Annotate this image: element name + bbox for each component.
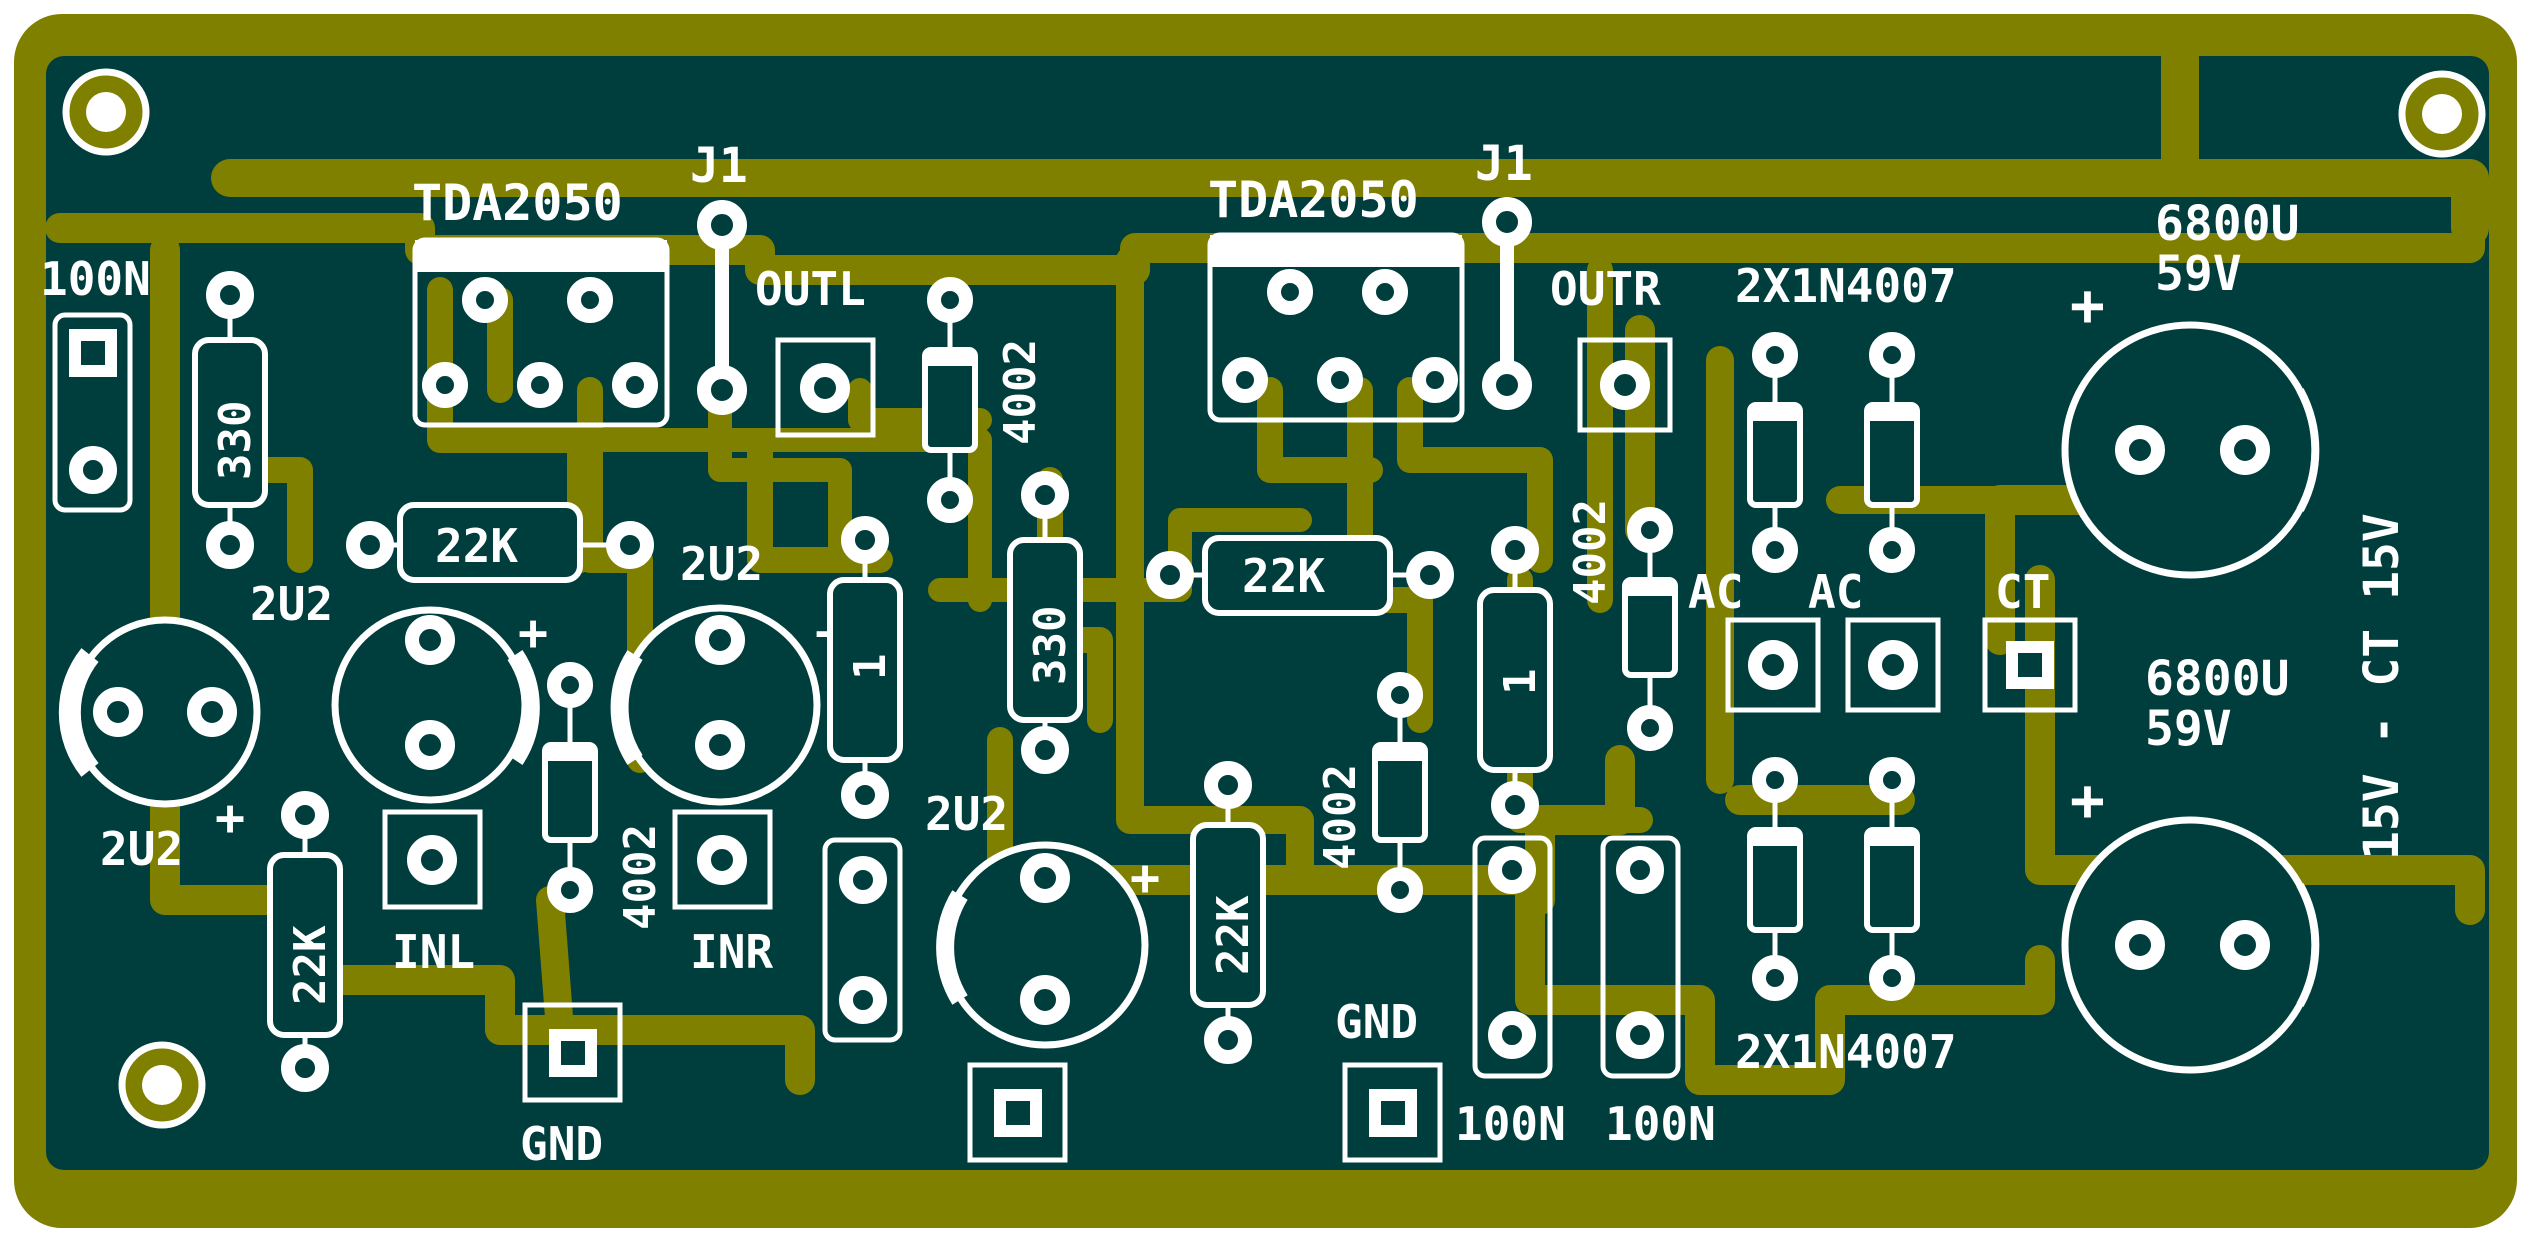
ct-pad: CT	[1982, 565, 2078, 713]
res-330-left-label: 330	[210, 401, 261, 480]
diode-4002-b-label: 4002	[995, 339, 1046, 445]
outr-label: OUTR	[1550, 262, 1661, 316]
diode-4002-a: 4002	[542, 662, 666, 930]
ct-label: CT	[1995, 565, 2050, 619]
res-22k-left-vert: 22K	[267, 791, 343, 1092]
ic-right-label: TDA2050	[1208, 171, 1419, 229]
res-330-mid: 330	[1007, 471, 1083, 774]
j1-left: J1	[690, 138, 748, 415]
cap-100n-bottom-a-label: 100N	[1455, 1097, 1566, 1151]
gnd-mid-label: GND	[1335, 995, 1418, 1049]
res-22k-mid-vert-label: 22K	[1208, 895, 1259, 975]
ac-a-label: AC	[1688, 565, 1743, 619]
res-22k-mid-horiz-label: 22K	[1242, 549, 1325, 603]
ic-right: TDA2050	[1207, 171, 1465, 423]
diodes-top-label: 2X1N4007	[1735, 259, 1957, 313]
bigcap-bottom-plus: +	[2070, 766, 2105, 834]
inl-pad: INL	[382, 809, 483, 979]
res-22k-mid-horiz: 22K	[1146, 535, 1454, 616]
cap-2u2-second: 2U2 +	[250, 577, 548, 804]
cap-100n-bottom-b-label: 100N	[1605, 1097, 1716, 1151]
res-1-right-label: 1	[1495, 669, 1546, 696]
gnd-left-label: GND	[520, 1117, 603, 1171]
res-1-left-label: 1	[845, 654, 896, 681]
mounting-holes	[62, 68, 2486, 1129]
gnd-mid2-pad: GND	[1335, 995, 1443, 1163]
outl-pad: OUTL	[755, 262, 876, 438]
cap-2u2-fourth-plus: +	[1130, 849, 1160, 907]
diode-4002-c: 4002	[1315, 672, 1428, 913]
ic-left: TDA2050	[412, 174, 670, 428]
res-1-right: 1	[1477, 526, 1553, 829]
cap-2u2-third-label: 2U2	[680, 537, 763, 591]
bigcap-bottom-voltage: 59V	[2145, 701, 2232, 757]
diodes-top: 2X1N4007	[1735, 259, 1957, 573]
res-1-left: 1	[827, 516, 903, 819]
bigcap-bottom-value: 6800U	[2145, 651, 2290, 707]
bigcap-top: + 6800U 59V	[2061, 196, 2320, 579]
cap-100n-topleft: 100N	[40, 252, 151, 513]
res-22k-left-horiz: 22K	[346, 502, 654, 583]
diode-4002-d: 4002	[1565, 499, 1678, 751]
cap-2u2-farleft: 2U2 +	[58, 616, 261, 876]
diode-4002-b: 4002	[922, 277, 1046, 523]
gnd-mid-pad	[967, 1062, 1068, 1163]
diode-4002-c-label: 4002	[1315, 764, 1366, 870]
cap-2u2-second-plus: +	[518, 604, 548, 662]
ac-pad-a: AC	[1688, 565, 1821, 713]
cap-100n-bottom-b: 100N	[1600, 835, 1716, 1151]
diode-4002-a-label: 4002	[615, 824, 666, 930]
cap-100n-topleft-label: 100N	[40, 252, 151, 306]
j1-right: J1	[1475, 136, 1533, 410]
outl-label: OUTL	[755, 262, 866, 316]
supply-label: 15V - CT 15V	[2354, 513, 2410, 860]
diodes-bottom: 2X1N4007	[1735, 757, 1957, 1079]
bigcap-top-voltage: 59V	[2155, 246, 2242, 302]
res-22k-left-vert-label: 22K	[285, 925, 336, 1005]
j1-right-label: J1	[1475, 136, 1533, 192]
inr-pad: INR	[672, 809, 773, 979]
ac-b-label: AC	[1808, 565, 1863, 619]
res-330-mid-label: 330	[1025, 606, 1076, 685]
cap-100n-bottom-a: 100N	[1455, 835, 1566, 1151]
bigcap-bottom: + 6800U 59V	[2061, 651, 2320, 1074]
ac-pad-b: AC	[1808, 565, 1941, 713]
cap-100n-mid-left	[822, 837, 903, 1043]
ic-left-label: TDA2050	[412, 174, 623, 232]
diode-4002-d-label: 4002	[1565, 499, 1616, 605]
cap-2u2-fourth: 2U2 +	[925, 787, 1160, 1049]
cap-2u2-farleft-label: 2U2	[100, 822, 183, 876]
inr-label: INR	[690, 925, 773, 979]
cap-2u2-fourth-label: 2U2	[925, 787, 1008, 841]
outr-pad: OUTR	[1550, 262, 1673, 433]
inl-label: INL	[392, 925, 475, 979]
cap-2u2-second-label: 2U2	[250, 577, 333, 631]
j1-left-label: J1	[690, 138, 748, 194]
res-330-left: 330	[192, 271, 268, 569]
diodes-bottom-label: 2X1N4007	[1735, 1025, 1957, 1079]
res-22k-left-horiz-label: 22K	[435, 519, 518, 573]
gnd-left-pad: GND	[520, 1002, 623, 1171]
bigcap-top-value: 6800U	[2155, 196, 2300, 252]
cap-2u2-farleft-plus: +	[215, 789, 245, 847]
bigcap-top-plus: +	[2070, 271, 2105, 339]
res-22k-mid-vert: 22K	[1190, 761, 1266, 1064]
